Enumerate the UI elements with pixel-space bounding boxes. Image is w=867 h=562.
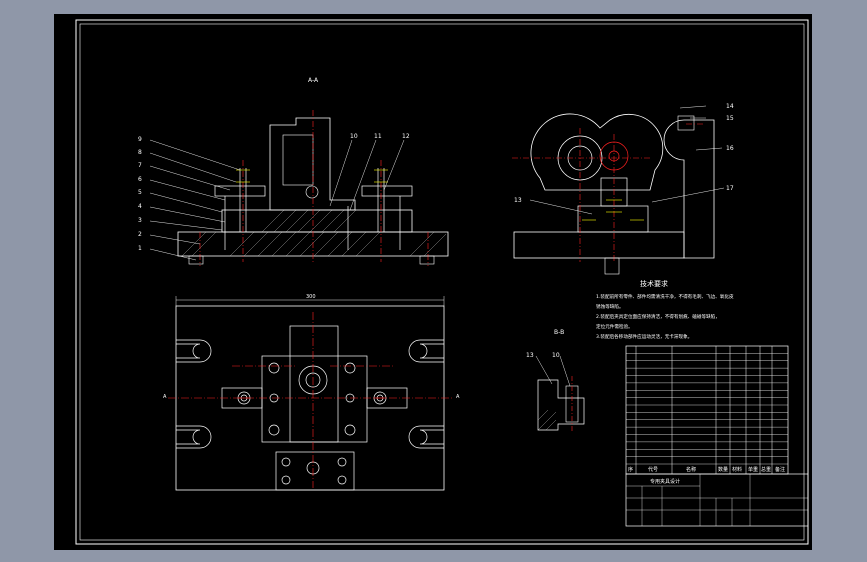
tech-req-line-2: 锈蚀等缺陷。 [596, 303, 624, 310]
section-bb-label: B-B [554, 329, 564, 336]
drawing-sheet [54, 14, 812, 550]
detail-view-bb: B-B 13 10 [526, 329, 585, 432]
plan-section-marker-left: A [163, 394, 167, 400]
side-view: 14 15 16 17 13 [512, 103, 734, 275]
section-aa-label: A-A [308, 77, 319, 84]
tech-req-line-5: 3.装配后各移动部件应运动灵活，无卡滞现象。 [596, 333, 692, 340]
sheet-inner-border [79, 23, 805, 541]
balloon-2: 2 [138, 231, 142, 238]
plan-width-dimension: 300 [306, 294, 316, 300]
balloon-14: 14 [726, 103, 734, 110]
balloon-8: 8 [138, 149, 142, 156]
bom-header-unit-weight: 单重 [748, 466, 758, 473]
title-block: 专用夹具设计 [625, 473, 809, 527]
detail-balloon-13: 13 [526, 352, 534, 359]
balloon-3: 3 [138, 217, 142, 224]
title-block-drawing-name: 专用夹具设计 [650, 478, 680, 485]
balloon-11: 11 [374, 133, 382, 140]
balloon-5: 5 [138, 189, 142, 196]
tech-req-line-3: 2.装配后夹具定位面应保持清洁，不得有划痕、磕碰等缺陷， [596, 313, 720, 320]
balloon-13: 13 [514, 197, 522, 204]
bom-header-qty: 数量 [718, 466, 728, 473]
balloon-4: 4 [138, 203, 142, 210]
tech-req-line-1: 1.装配前所有零件、部件均需清洗干净，不得有毛刺、飞边、氧化皮 [596, 293, 734, 300]
plan-section-marker-right: A [456, 394, 460, 400]
balloon-6: 6 [138, 176, 142, 183]
balloon-1: 1 [138, 245, 142, 252]
plan-view: 300 [163, 294, 460, 491]
balloon-7: 7 [138, 162, 142, 169]
bom-header-material: 材料 [732, 466, 742, 473]
tech-requirements-title: 技术要求 [640, 279, 668, 288]
technical-requirements: 技术要求 1.装配前所有零件、部件均需清洗干净，不得有毛刺、飞边、氧化皮 锈蚀等… [596, 279, 734, 340]
bom-header-code: 代号 [648, 466, 658, 473]
bom-header-name: 名称 [686, 466, 696, 473]
section-view-aa: A-A [138, 77, 449, 266]
bom-header-total-weight: 总重 [761, 466, 771, 473]
balloon-17: 17 [726, 185, 734, 192]
bom-header-remarks: 备注 [775, 466, 785, 473]
bom-header-index: 序 [628, 466, 633, 473]
balloon-10: 10 [350, 133, 358, 140]
tech-req-line-4: 定位元件需检验。 [596, 323, 633, 330]
balloon-16: 16 [726, 145, 734, 152]
balloon-9: 9 [138, 136, 142, 143]
balloon-15: 15 [726, 115, 734, 122]
balloon-12: 12 [402, 133, 410, 140]
sheet-border [75, 19, 809, 545]
detail-balloon-10: 10 [552, 352, 560, 359]
bill-of-materials: 序 代号 名称 数量 材料 单重 总重 备注 [625, 345, 789, 475]
